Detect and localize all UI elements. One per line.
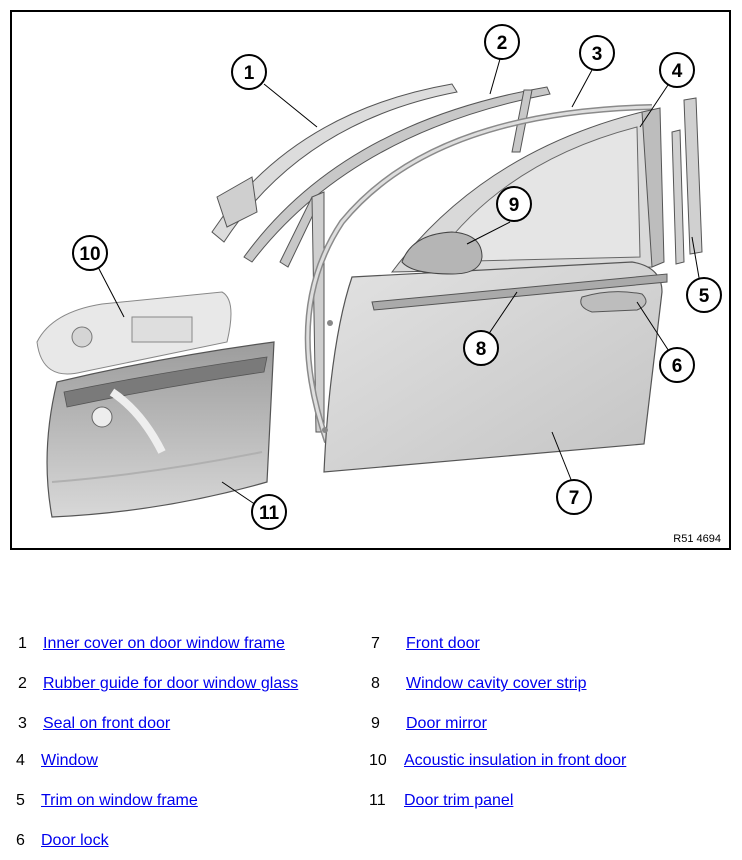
svg-text:7: 7 [569,488,580,509]
legend-number: 1 [18,635,27,652]
leader-lines [97,51,703,508]
legend-number: 4 [16,752,25,769]
legend-link-inner-cover[interactable]: Inner cover on door window frame [43,635,285,652]
svg-text:1: 1 [244,63,255,84]
svg-text:6: 6 [672,356,683,377]
legend-link-seal[interactable]: Seal on front door [43,715,171,732]
legend-item-4: 4 Window [16,750,98,772]
legend-link-window[interactable]: Window [41,752,98,769]
callout-10: 10 [72,235,108,271]
legend-link-front-door[interactable]: Front door [406,635,480,652]
callout-11: 11 [251,494,287,530]
callout-2: 2 [484,24,520,60]
callout-5: 5 [686,277,722,313]
legend-item-11: 11 Door trim panel [369,790,513,812]
legend-item-7: 7 Front door [371,633,480,655]
callout-8: 8 [463,330,499,366]
legend-item-8: 8 Window cavity cover strip [371,673,587,695]
legend-link-door-lock[interactable]: Door lock [41,832,109,849]
legend-link-door-mirror[interactable]: Door mirror [406,715,487,732]
figure-reference-code: R51 4694 [673,533,721,545]
legend-item-9: 9 Door mirror [371,713,487,735]
legend-link-trim[interactable]: Trim on window frame [41,792,198,809]
callout-3: 3 [579,35,615,71]
legend-link-acoustic-insulation[interactable]: Acoustic insulation in front door [404,752,627,769]
door-seal-part [304,104,653,443]
door-trim-panel-part [46,341,275,518]
acoustic-insulation-part [36,291,232,375]
inner-cover-part [211,83,458,243]
callout-7: 7 [556,479,592,515]
callout-6: 6 [659,347,695,383]
legend-number: 9 [371,715,380,732]
svg-text:4: 4 [672,61,683,82]
front-door-part [322,261,668,473]
exploded-door-diagram: 1 2 3 4 5 6 7 8 [10,10,731,550]
legend-number: 6 [16,832,25,849]
legend-number: 8 [371,675,380,692]
legend-number: 7 [371,635,380,652]
window-cavity-strip-part [371,273,668,311]
legend-link-rubber-guide[interactable]: Rubber guide for door window glass [43,675,299,692]
legend-item-3: 3 Seal on front door [18,713,170,735]
legend-item-10: 10 Acoustic insulation in front door [369,750,626,772]
svg-text:11: 11 [259,503,280,524]
callout-9: 9 [496,186,532,222]
svg-text:3: 3 [592,44,603,65]
legend-number: 2 [18,675,27,692]
window-trim-part [671,97,703,265]
svg-text:8: 8 [476,339,487,360]
legend-item-2: 2 Rubber guide for door window glass [18,673,298,695]
diagram-drawing: 1 2 3 4 5 6 7 8 [36,24,722,530]
legend-number: 11 [369,792,386,809]
svg-text:9: 9 [509,195,520,216]
legend-link-door-trim-panel[interactable]: Door trim panel [404,792,514,809]
legend-number: 3 [18,715,27,732]
door-mirror-part [401,231,483,275]
legend-item-5: 5 Trim on window frame [16,790,198,812]
legend-item-6: 6 Door lock [16,830,109,852]
legend-number: 5 [16,792,25,809]
door-lock-part [580,291,647,313]
callout-1: 1 [231,54,267,90]
legend-item-1: 1 Inner cover on door window frame [18,633,285,655]
legend-number: 10 [369,752,387,769]
legend-link-cover-strip[interactable]: Window cavity cover strip [406,675,587,692]
svg-text:10: 10 [79,244,100,265]
callout-4: 4 [659,52,695,88]
svg-text:5: 5 [699,286,710,307]
svg-text:2: 2 [497,33,508,54]
